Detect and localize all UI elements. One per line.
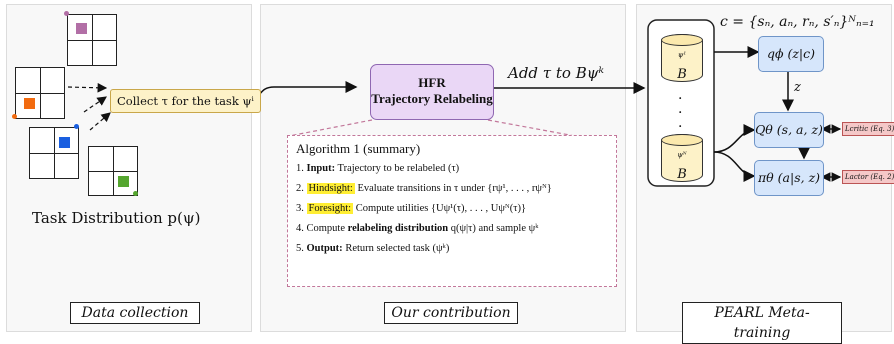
contribution-caption: Our contribution — [384, 302, 518, 324]
grid4-arrow — [89, 112, 111, 131]
algo-step-hindsight: 2. Hindsight: Evaluate transitions in τ … — [296, 183, 552, 194]
algo-step-output: 5. Output: Return selected task (ψᵏ) — [296, 243, 450, 254]
buffer-ellipsis: ··· — [678, 91, 683, 135]
task-corner-dot — [12, 114, 17, 119]
task-corner-dot — [133, 191, 138, 196]
task-corner-dot — [64, 11, 69, 16]
task-grid-4 — [88, 146, 138, 196]
task-goal-square — [59, 137, 70, 148]
hfr-relabeling-box: HFR Trajectory Relabeling — [370, 64, 494, 120]
algorithm-title: Algorithm 1 (summary) — [296, 141, 421, 156]
task-goal-square — [118, 176, 129, 187]
encoder-box: qϕ (z|c) — [758, 36, 824, 72]
algorithm-summary-box: Algorithm 1 (summary) 1. Input: Trajecto… — [287, 135, 617, 287]
critic-loss-box: Lcritic (Eq. 3) — [842, 122, 894, 136]
actor-box: πθ (a|s, z) — [754, 160, 824, 196]
task-distribution-label: Task Distribution p(ψ) — [32, 209, 201, 227]
collect-to-hfr-arrow — [247, 81, 358, 101]
task-grid-2 — [12, 67, 65, 119]
latent-z-label: z — [794, 80, 801, 95]
task-grid-1 — [64, 11, 117, 66]
actor-loss-box: Lactor (Eq. 2) — [842, 170, 894, 184]
data-collection-caption: Data collection — [70, 302, 200, 324]
algo-step-input: 1. Input: Trajectory to be relabeled (τ) — [296, 163, 460, 174]
hfr-title: HFR — [418, 75, 446, 90]
task-grid-3 — [29, 124, 79, 179]
grid3-arrow — [83, 96, 107, 113]
meta-training-caption: PEARL Meta-training — [682, 302, 842, 344]
algo-step-relabel: 4. Compute relabeling distribution q(ψ|τ… — [296, 223, 539, 234]
collect-trajectory-box: Collect τ for the task ψⁱ — [110, 89, 261, 113]
task-corner-dot — [74, 124, 79, 129]
add-to-buffer-label: Add τ to Bψᵏ — [508, 64, 604, 82]
critic-box: Qθ (s, a, z) — [754, 112, 824, 148]
task-goal-square — [76, 23, 87, 34]
grid2-arrow — [67, 82, 108, 93]
algo-step-foresight: 3. Foresight: Compute utilities {Uψ¹(τ),… — [296, 203, 527, 214]
hfr-subtitle: Trajectory Relabeling — [371, 91, 493, 106]
context-equation: c = {sₙ, aₙ, rₙ, s′ₙ}ᴺₙ₌₁ — [720, 14, 875, 30]
task-goal-square — [24, 98, 35, 109]
